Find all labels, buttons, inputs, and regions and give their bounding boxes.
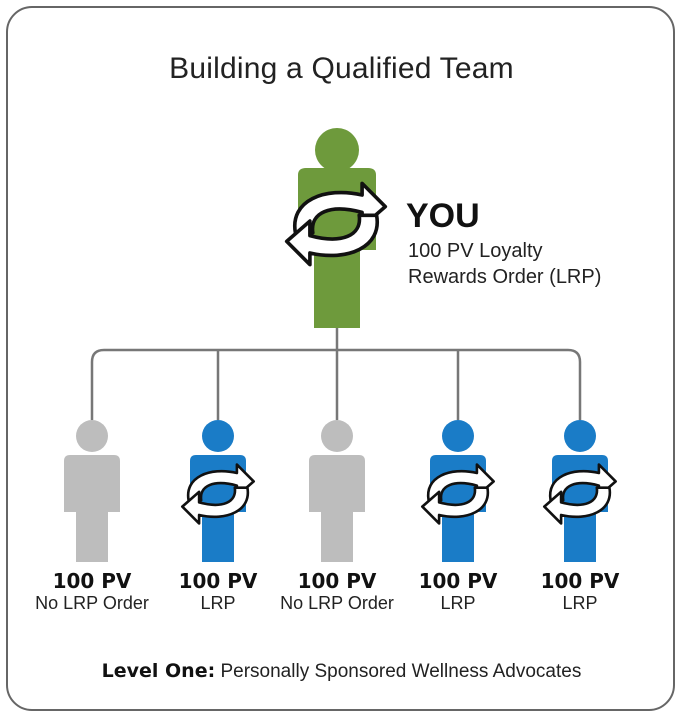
you-description: 100 PV Loyalty Rewards Order (LRP) bbox=[408, 240, 602, 288]
member-status: LRP bbox=[562, 593, 598, 613]
member-head bbox=[202, 420, 234, 452]
level-label: Level One: bbox=[101, 660, 216, 682]
member-figure bbox=[420, 420, 496, 562]
member-figure bbox=[64, 420, 120, 562]
member-status: No LRP Order bbox=[35, 593, 149, 613]
member-head bbox=[321, 420, 353, 452]
level-text: Personally Sponsored Wellness Advocates bbox=[220, 661, 582, 682]
member-body bbox=[64, 455, 120, 562]
member-status: LRP bbox=[200, 593, 236, 613]
member-pv: 100 PV bbox=[52, 569, 132, 593]
member-pv: 100 PV bbox=[540, 569, 620, 593]
member-figure bbox=[180, 420, 256, 562]
member-figure bbox=[309, 420, 365, 562]
members-layer bbox=[64, 420, 618, 562]
member-status: No LRP Order bbox=[280, 593, 394, 613]
footer-caption: Level One: Personally Sponsored Wellness… bbox=[0, 660, 683, 683]
member-head bbox=[442, 420, 474, 452]
member-body bbox=[309, 455, 365, 562]
diagram-title: Building a Qualified Team bbox=[169, 52, 514, 85]
member-pv: 100 PV bbox=[418, 569, 498, 593]
member-pv: 100 PV bbox=[178, 569, 258, 593]
member-head bbox=[564, 420, 596, 452]
you-label: YOU bbox=[406, 197, 480, 235]
member-pv: 100 PV bbox=[297, 569, 377, 593]
member-figure bbox=[542, 420, 618, 562]
member-head bbox=[76, 420, 108, 452]
connector-lines bbox=[90, 328, 582, 420]
diagram-card bbox=[6, 6, 675, 711]
member-status: LRP bbox=[440, 593, 476, 613]
